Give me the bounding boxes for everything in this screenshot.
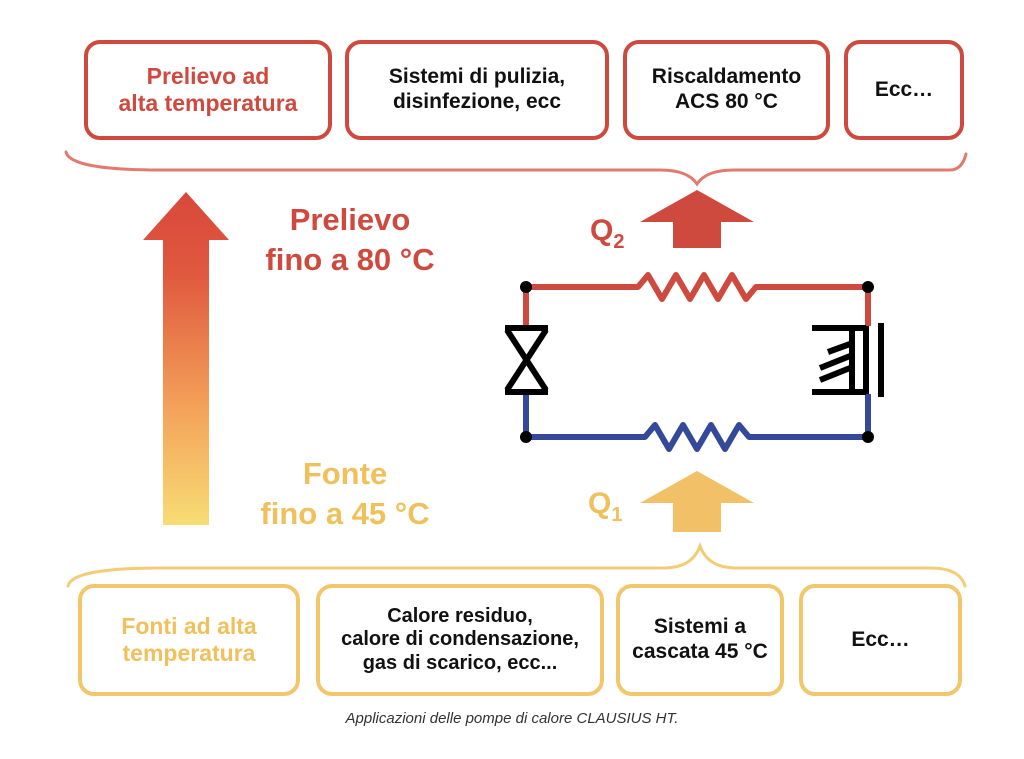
top-box-prelievo-text: Prelievo ad alta temperatura — [118, 62, 298, 116]
prelievo-label: Prelievo fino a 80 °C — [265, 202, 435, 278]
circuit-nodes — [520, 281, 874, 443]
expansion-valve-icon — [504, 325, 549, 395]
bottom-box-calore-text: Calore residuo, calore di condensazione,… — [341, 604, 579, 674]
bottom-brace — [66, 541, 967, 588]
evaporator-line — [528, 422, 868, 452]
top-box-prelievo: Prelievo ad alta temperatura — [84, 40, 332, 140]
top-box-ecc: Ecc… — [844, 40, 964, 140]
top-box-pulizia-text: Sistemi di pulizia, disinfezione, ecc — [388, 65, 566, 113]
top-box-pulizia: Sistemi di pulizia, disinfezione, ecc — [345, 40, 609, 140]
q2-label: Q2 — [590, 214, 624, 253]
q1-arrow — [640, 471, 754, 532]
figure-caption: Applicazioni delle pompe di calore CLAUS… — [345, 710, 679, 727]
top-box-riscaldamento: Riscaldamento ACS 80 °C — [623, 40, 830, 140]
bottom-box-fonti-text: Fonti ad alta temperatura — [121, 612, 257, 666]
bottom-box-fonti: Fonti ad alta temperatura — [78, 584, 300, 696]
bottom-box-ecc-text: Ecc… — [851, 627, 910, 651]
bottom-box-ecc: Ecc… — [799, 584, 962, 696]
top-brace — [64, 150, 968, 187]
temperature-arrow — [143, 192, 229, 525]
bottom-box-sistemi-text: Sistemi a cascata 45 °C — [632, 615, 768, 663]
compressor-icon — [812, 323, 884, 397]
top-box-riscaldamento-text: Riscaldamento ACS 80 °C — [651, 65, 802, 113]
fonte-label: Fonte fino a 45 °C — [260, 456, 430, 532]
condenser-line — [528, 272, 868, 302]
bottom-box-sistemi: Sistemi a cascata 45 °C — [616, 584, 784, 696]
bottom-box-calore: Calore residuo, calore di condensazione,… — [316, 584, 604, 696]
q2-arrow — [640, 190, 754, 248]
top-box-ecc-text: Ecc… — [874, 77, 934, 101]
q1-label: Q1 — [588, 487, 622, 526]
